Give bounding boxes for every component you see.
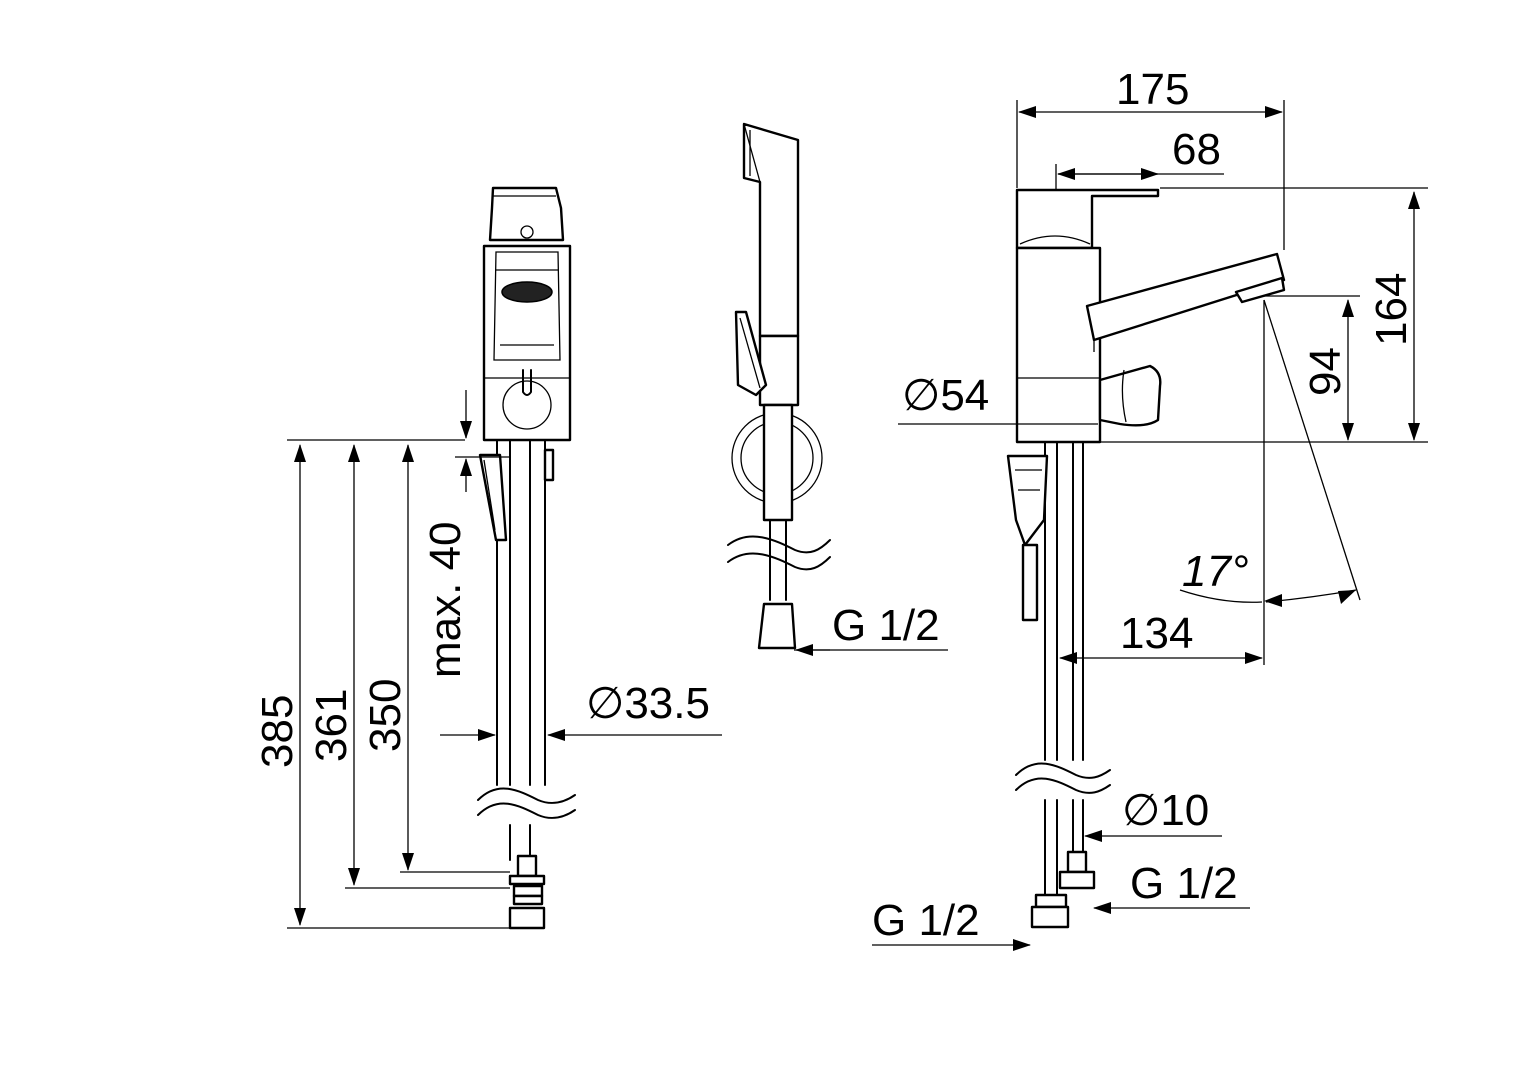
- dim-angle-17: 17°: [1182, 547, 1249, 596]
- dim-max-40: max. 40: [421, 521, 470, 678]
- dim-g12-bottom: G 1/2: [872, 896, 980, 945]
- dim-dia-10: ∅10: [1122, 786, 1209, 835]
- dim-g12-right: G 1/2: [1130, 859, 1238, 908]
- dim-94: 94: [1301, 347, 1350, 396]
- front-view: [477, 186, 576, 930]
- dim-164: 164: [1367, 273, 1416, 346]
- dim-dia-54: ∅54: [902, 371, 989, 420]
- dim-134: 134: [1120, 609, 1193, 658]
- dim-175: 175: [1116, 65, 1189, 114]
- dim-dia-33-5: ∅33.5: [586, 679, 710, 728]
- dim-g12-hand-shower: G 1/2: [832, 601, 940, 650]
- dim-68: 68: [1172, 125, 1221, 174]
- dim-350: 350: [361, 679, 410, 752]
- front-dimensions: 385 361 350 max. 40 ∅33.5: [253, 390, 722, 929]
- hand-shower-view: G 1/2: [727, 122, 948, 656]
- side-view: [1006, 164, 1286, 929]
- dim-361: 361: [307, 689, 356, 762]
- dim-385: 385: [253, 695, 302, 768]
- side-dimensions: 175 68 164 94 ∅54 17° 134 ∅10 G 1/2 G 1/…: [872, 65, 1428, 951]
